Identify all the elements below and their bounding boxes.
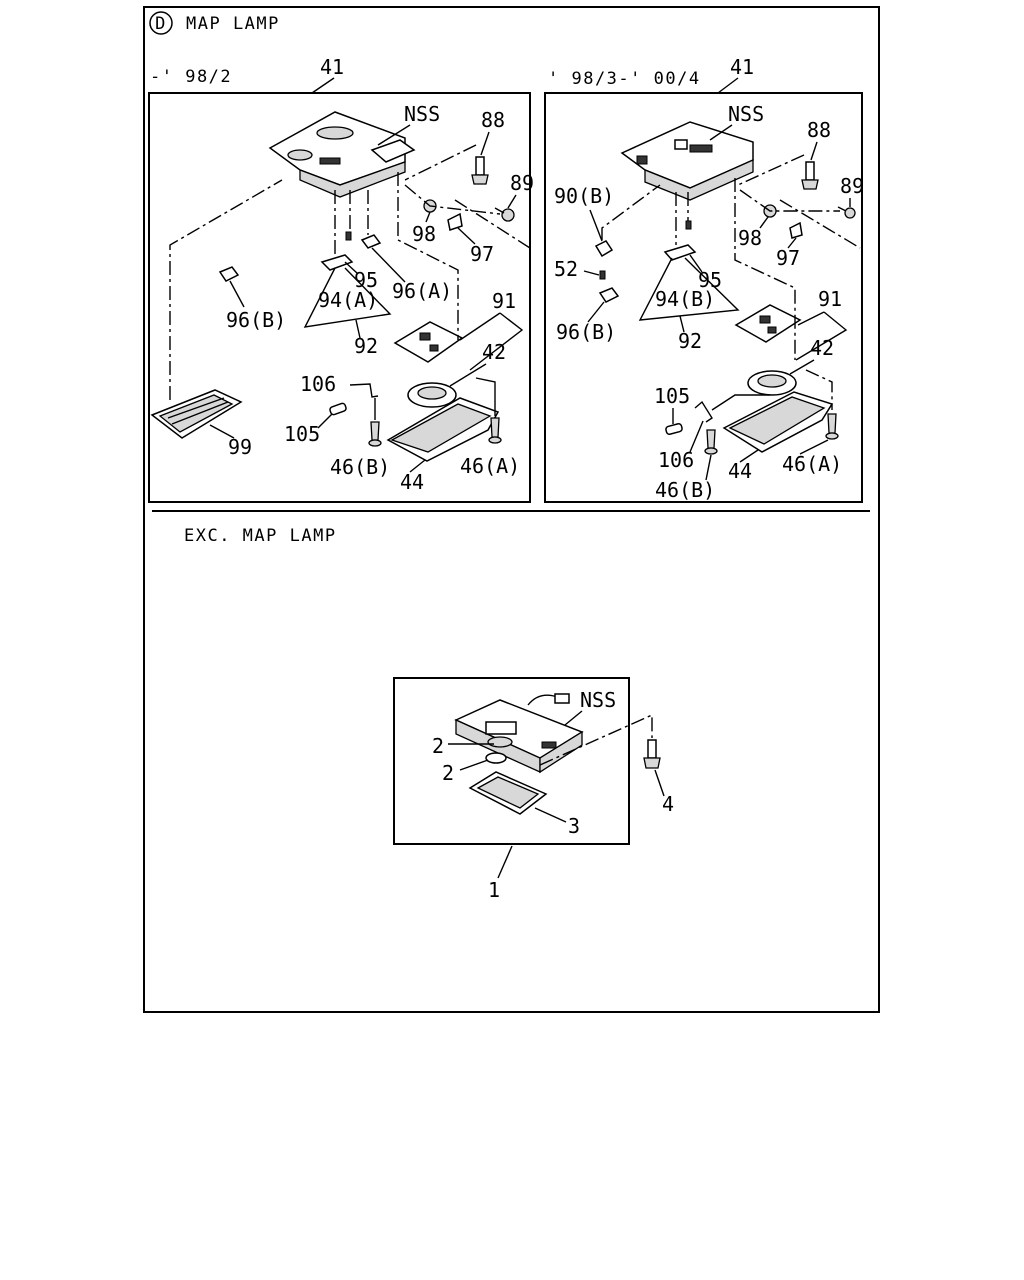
right-panel: ' 98/3-' 00/4 41 NSS 88 89 98	[544, 55, 864, 503]
right-console-body	[620, 121, 754, 201]
map-lamp-title: MAP LAMP	[186, 14, 280, 34]
left-panel-frame	[148, 92, 531, 503]
exc-map-lamp-title: EXC. MAP LAMP	[184, 526, 337, 546]
right-label-90b: 90(B)	[554, 184, 614, 208]
left-part-96b	[218, 266, 240, 282]
right-label-106: 106	[658, 448, 694, 472]
right-label-91: 91	[818, 287, 842, 311]
left-label-96b: 96(B)	[226, 308, 286, 332]
right-label-105: 105	[654, 384, 690, 408]
left-bulb-105	[329, 402, 347, 416]
right-screw-46a	[825, 413, 839, 440]
left-reflector-42	[407, 382, 457, 408]
right-period-label: ' 98/3-' 00/4	[548, 69, 701, 89]
right-board-91	[734, 304, 802, 343]
right-screw-46b	[704, 429, 718, 455]
right-label-88: 88	[807, 118, 831, 142]
left-label-89: 89	[510, 171, 534, 195]
section-badge: D	[155, 14, 167, 34]
left-part-96a	[360, 234, 382, 249]
right-bolt-88	[801, 161, 819, 190]
right-bulb-105	[665, 422, 683, 436]
right-label-52: 52	[554, 257, 578, 281]
left-label-95: 95	[354, 268, 378, 292]
left-screw-46b	[368, 421, 382, 447]
bottom-label-nss: NSS	[580, 688, 616, 712]
left-label-nss: NSS	[404, 102, 440, 126]
left-period-label: -' 98/2	[150, 67, 232, 87]
right-label-46a: 46(A)	[782, 452, 842, 476]
left-label-88: 88	[481, 108, 505, 132]
right-panel-frame	[544, 92, 863, 503]
right-label-nss: NSS	[728, 102, 764, 126]
left-label-92: 92	[354, 334, 378, 358]
left-label-98: 98	[412, 222, 436, 246]
bottom-lens-3	[468, 771, 548, 815]
left-terminal-106	[349, 383, 379, 398]
bottom-bulb-b	[485, 752, 507, 764]
right-part-97	[789, 221, 803, 239]
bottom-bulb-a	[487, 736, 513, 748]
left-label-99: 99	[228, 435, 252, 459]
right-part-90b	[594, 240, 614, 258]
right-label-97: 97	[776, 246, 800, 270]
bottom-panel: NSS 2 2 3 4 1	[393, 677, 674, 902]
right-label-96b: 96(B)	[556, 320, 616, 344]
bottom-screw-4	[643, 739, 661, 769]
right-terminal-106	[694, 400, 713, 423]
left-label-42: 42	[482, 340, 506, 364]
outer-frame	[143, 6, 880, 1013]
left-label-96a: 96(A)	[392, 279, 452, 303]
left-label-106: 106	[300, 372, 336, 396]
bottom-panel-frame	[393, 677, 630, 845]
right-part-52	[599, 270, 606, 280]
left-bolt-88	[471, 156, 489, 185]
left-label-46b: 46(B)	[330, 455, 390, 479]
right-switch-95	[663, 220, 697, 261]
left-label-105: 105	[284, 422, 320, 446]
left-label-94a: 94(A)	[318, 288, 378, 312]
right-label-46b: 46(B)	[655, 478, 715, 502]
right-label-92: 92	[678, 329, 702, 353]
right-label-44: 44	[728, 459, 752, 483]
left-label-46a: 46(A)	[460, 454, 520, 478]
right-screw-89	[837, 206, 856, 219]
left-screw-46a	[488, 417, 502, 444]
left-label-41: 41	[320, 55, 344, 79]
right-label-94b: 94(B)	[655, 287, 715, 311]
left-part-97	[447, 212, 463, 231]
right-cover-44	[722, 391, 834, 453]
bottom-label-2b: 2	[442, 761, 454, 785]
left-board-91	[393, 321, 464, 363]
left-switch-95	[320, 231, 354, 271]
bottom-label-3: 3	[568, 814, 580, 838]
right-reflector-42	[747, 370, 797, 396]
left-panel: -' 98/2 41 NSS 88 89	[148, 55, 534, 503]
right-label-41: 41	[730, 55, 754, 79]
right-label-89: 89	[840, 174, 864, 198]
bottom-label-1: 1	[488, 878, 500, 902]
left-screw-89	[494, 207, 515, 222]
section-badge-circle	[149, 11, 173, 35]
right-label-98: 98	[738, 226, 762, 250]
left-console-body	[268, 111, 416, 198]
right-label-95: 95	[698, 268, 722, 292]
left-label-91: 91	[492, 289, 516, 313]
bottom-label-2a: 2	[432, 734, 444, 758]
left-label-44: 44	[400, 470, 424, 494]
bottom-lamp-housing	[454, 693, 584, 774]
right-label-42: 42	[810, 336, 834, 360]
left-lens-99	[150, 389, 243, 439]
left-label-97: 97	[470, 242, 494, 266]
left-cover-44	[386, 397, 500, 462]
right-part-96b	[598, 287, 620, 303]
bottom-label-4: 4	[662, 792, 674, 816]
